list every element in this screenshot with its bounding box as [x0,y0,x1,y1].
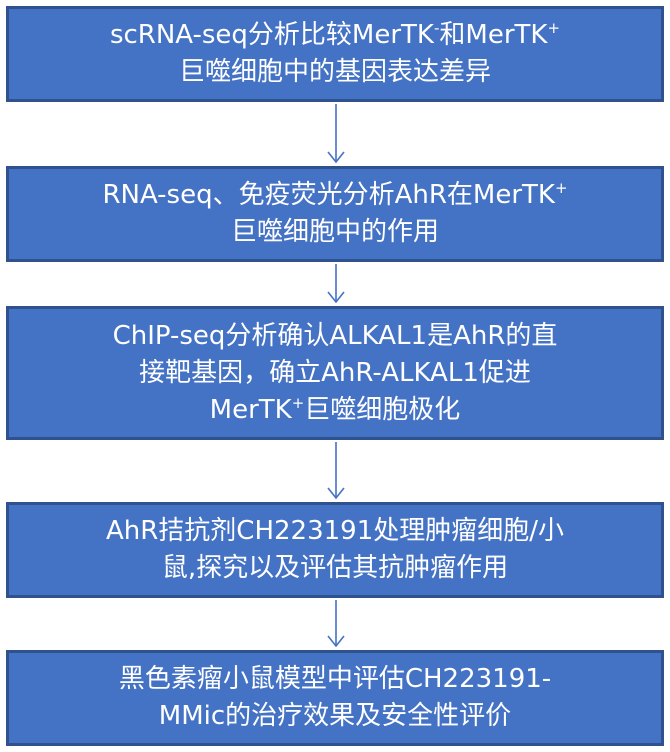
flow-step-3-line-1: ChIP-seq分析确认ALKAL1是AhR的直 [112,320,558,351]
down-arrow-icon [325,104,347,164]
flow-step-4-text: AhR拮抗剂CH223191处理肿瘤细胞/小 鼠,探究以及评估其抗肿瘤作用 [106,513,564,587]
flow-step-4-line-1: AhR拮抗剂CH223191处理肿瘤细胞/小 [105,516,565,546]
flow-step-5-text: 黑色素瘤小鼠模型中评估CH223191- MMic的治疗效果及安全性评价 [119,661,551,735]
down-arrow-icon [325,264,347,304]
down-arrow-icon [325,600,347,648]
flow-step-1-text: scRNA-seq分析比较MerTK-和MerTK+ 巨噬细胞中的基因表达差异 [110,17,560,91]
flow-step-1-line-2: 巨噬细胞中的基因表达差异 [178,57,491,87]
flow-step-3-line-3: MerTK+巨噬细胞极化 [209,393,461,425]
flow-step-2: RNA-seq、免疫荧光分析AhR在MerTK+ 巨噬细胞中的作用 [6,166,664,262]
flow-step-5-line-2: MMic的治疗效果及安全性评价 [158,701,512,731]
down-arrow-icon [325,442,347,500]
flow-step-2-text: RNA-seq、免疫荧光分析AhR在MerTK+ 巨噬细胞中的作用 [102,177,567,251]
flow-step-5: 黑色素瘤小鼠模型中评估CH223191- MMic的治疗效果及安全性评价 [6,650,664,746]
flow-step-4: AhR拮抗剂CH223191处理肿瘤细胞/小 鼠,探究以及评估其抗肿瘤作用 [6,502,664,598]
flow-step-1-line-1: scRNA-seq分析比较MerTK-和MerTK+ [109,19,561,50]
flow-step-5-line-1: 黑色素瘤小鼠模型中评估CH223191- [118,664,552,694]
flow-step-3-line-2: 接靶基因，确立AhR-ALKAL1促进 [139,357,531,388]
flow-step-1: scRNA-seq分析比较MerTK-和MerTK+ 巨噬细胞中的基因表达差异 [6,6,664,102]
flow-step-2-line-2: 巨噬细胞中的作用 [230,217,439,247]
flow-step-3: ChIP-seq分析确认ALKAL1是AhR的直 接靶基因，确立AhR-ALKA… [6,306,664,440]
flow-step-2-line-1: RNA-seq、免疫荧光分析AhR在MerTK+ [102,179,568,210]
flow-step-4-line-2: 鼠,探究以及评估其抗肿瘤作用 [161,553,509,583]
flow-step-3-text: ChIP-seq分析确认ALKAL1是AhR的直 接靶基因，确立AhR-ALKA… [113,318,558,429]
